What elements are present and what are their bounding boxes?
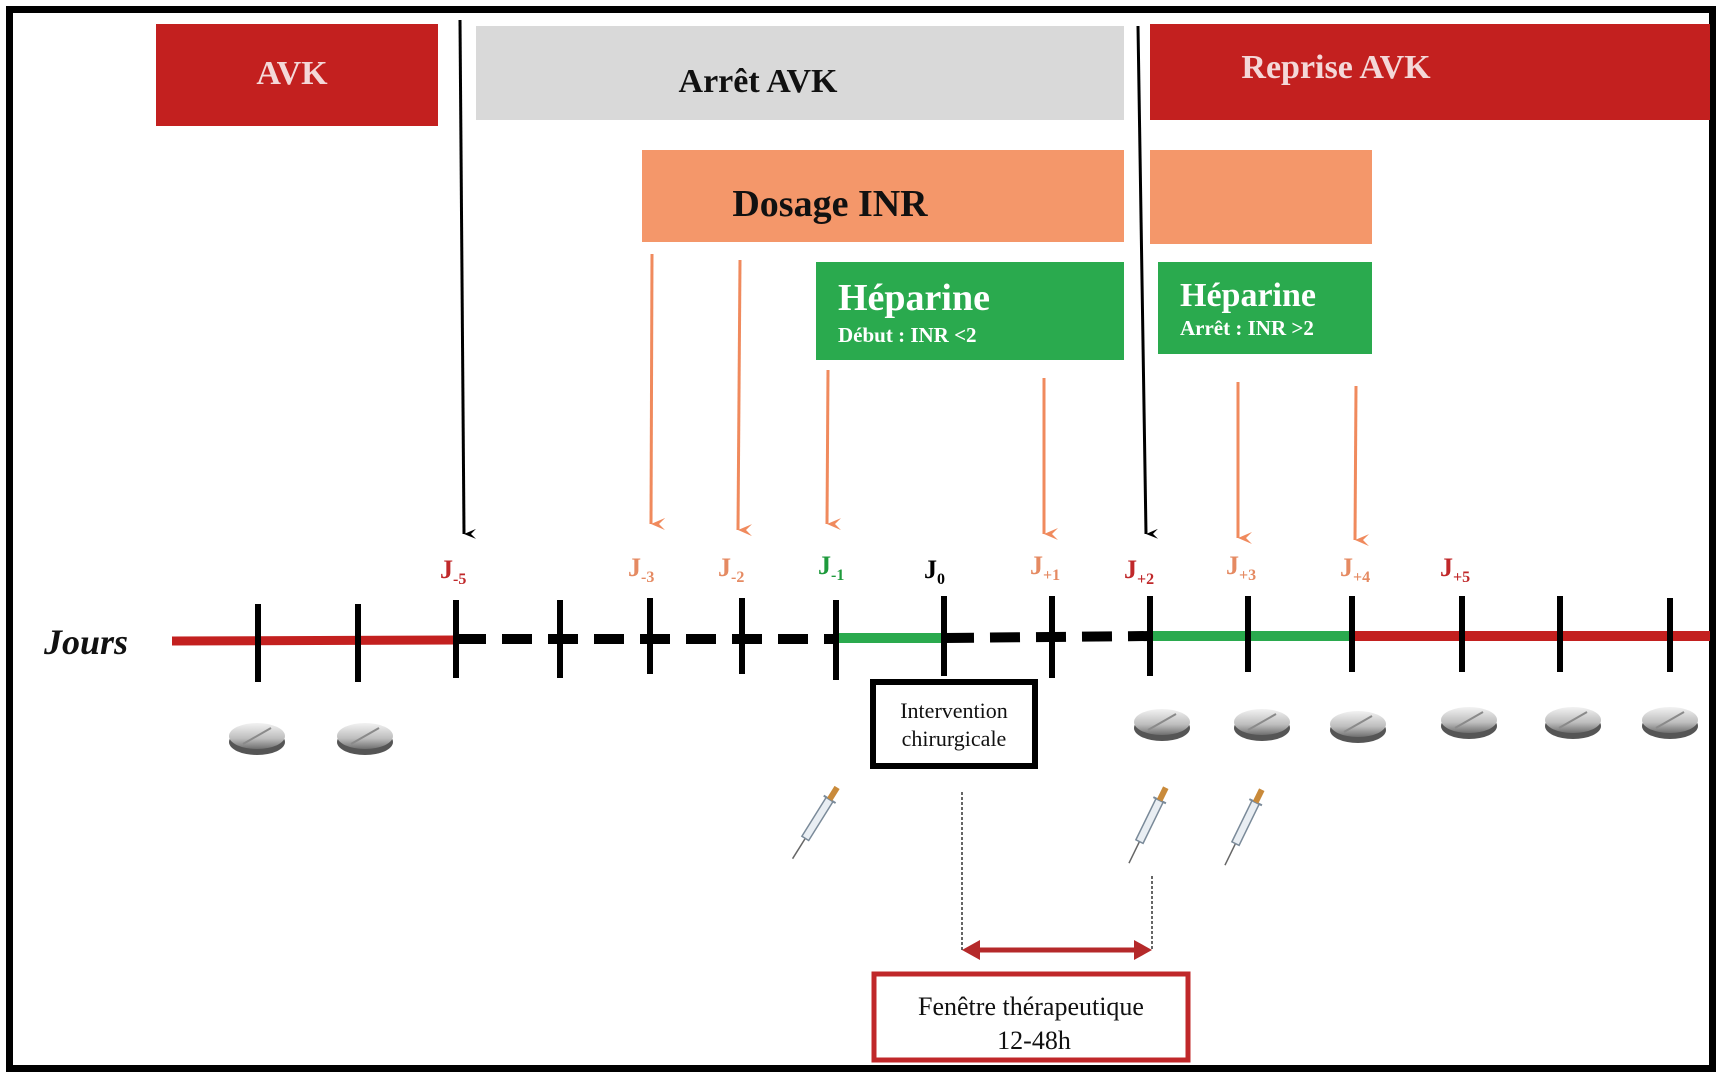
therapeutic-window-line2: 12-48h bbox=[997, 1026, 1071, 1055]
pill-icon bbox=[229, 723, 285, 755]
day-label-j+5: J+5 bbox=[1440, 553, 1470, 586]
surgery-line2: chirurgicale bbox=[902, 726, 1007, 751]
pill-icon bbox=[1330, 711, 1386, 743]
therapeutic-window-box: Fenêtre thérapeutique 12-48h bbox=[871, 971, 1191, 1063]
day-label-j+2: J+2 bbox=[1124, 555, 1154, 588]
pills bbox=[229, 707, 1698, 755]
timeline-stop-segment-2 bbox=[943, 631, 1151, 643]
heparin-start-subtitle: Début : INR <2 bbox=[838, 323, 977, 347]
restart-avk-arrow bbox=[1136, 25, 1159, 539]
day-label-j-3: J-3 bbox=[628, 553, 654, 586]
day-labels: J-5 J-3 J-2 J-1 J0 J+1 J+2 J+3 J+4 J+5 bbox=[440, 551, 1470, 588]
heparin-start-box: Héparine Début : INR <2 bbox=[816, 262, 1124, 360]
dosage-inr-bar-post bbox=[1150, 150, 1372, 244]
pill-icon bbox=[337, 723, 393, 755]
arret-avk-label: Arrêt AVK bbox=[679, 63, 838, 100]
surgery-box: Intervention chirurgicale bbox=[870, 679, 1038, 769]
arret-avk-bar: Arrêt AVK bbox=[476, 26, 1124, 120]
inr-arrow-j-2 bbox=[736, 259, 753, 537]
pill-icon bbox=[1642, 707, 1698, 739]
dosage-inr-label: Dosage INR bbox=[732, 183, 928, 225]
dosage-inr-bar: Dosage INR bbox=[642, 150, 1124, 242]
heparin-stop-title: Héparine bbox=[1180, 277, 1316, 314]
avk-bar-label: AVK bbox=[256, 55, 328, 92]
pill-icon bbox=[1134, 709, 1190, 741]
syringe-icon bbox=[1224, 788, 1265, 866]
surgery-line1: Intervention bbox=[900, 698, 1008, 723]
pill-icon bbox=[1441, 707, 1497, 739]
syringe-icon bbox=[1128, 786, 1169, 864]
inr-arrows bbox=[649, 253, 1370, 547]
day-label-j+4: J+4 bbox=[1340, 553, 1370, 586]
pill-icon bbox=[1545, 707, 1601, 739]
pill-icon bbox=[1234, 709, 1290, 741]
therapeutic-window-bracket bbox=[961, 792, 1153, 960]
axis-label-jours: Jours bbox=[43, 622, 128, 662]
inr-arrow-j+4 bbox=[1353, 385, 1370, 547]
timeline-avk-segment bbox=[171, 635, 457, 646]
day-label-j-2: J-2 bbox=[718, 553, 744, 586]
stop-avk-arrow bbox=[458, 19, 477, 539]
reprise-avk-label: Reprise AVK bbox=[1241, 49, 1431, 86]
inr-arrow-j-3 bbox=[649, 253, 666, 531]
avk-bar: AVK bbox=[156, 24, 438, 126]
day-label-j-5: J-5 bbox=[440, 555, 466, 588]
inr-arrow-j-1 bbox=[825, 369, 842, 531]
timeline bbox=[171, 631, 1710, 646]
heparin-start-title: Héparine bbox=[838, 277, 990, 319]
day-label-j0: J0 bbox=[924, 555, 945, 588]
syringe-icon bbox=[791, 785, 840, 860]
day-label-j+3: J+3 bbox=[1226, 551, 1256, 584]
day-label-j-1: J-1 bbox=[818, 551, 844, 584]
reprise-avk-bar: Reprise AVK bbox=[1150, 24, 1710, 120]
timeline-ticks bbox=[255, 596, 1673, 682]
day-label-j+1: J+1 bbox=[1030, 551, 1060, 584]
therapeutic-window-line1: Fenêtre thérapeutique bbox=[918, 992, 1144, 1021]
heparin-stop-subtitle: Arrêt : INR >2 bbox=[1180, 316, 1314, 340]
heparin-stop-box: Héparine Arrêt : INR >2 bbox=[1158, 262, 1372, 354]
